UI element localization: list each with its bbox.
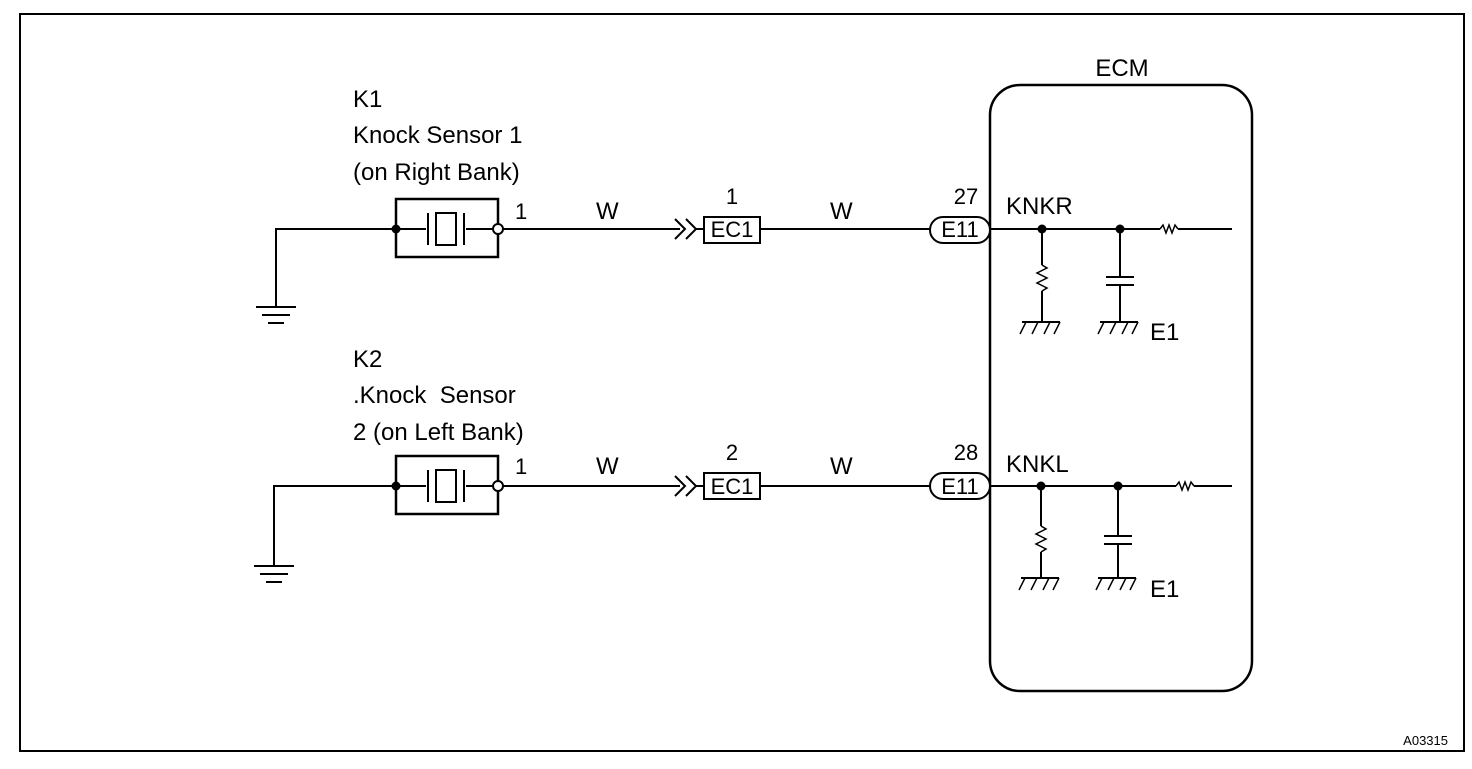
wire-color-1: W — [596, 453, 619, 480]
circuit-knock-sensor-1: K1 Knock Sensor 1 (on Right Bank) 1 W — [256, 86, 1232, 346]
junction-connector-ec1 — [674, 472, 761, 500]
ecm-pin: 27 — [954, 184, 978, 209]
wire-color-2: W — [830, 198, 853, 225]
ground-symbol — [256, 306, 296, 324]
ground-wire — [273, 485, 396, 566]
sensor-code: K2 — [353, 346, 382, 373]
wire-color-2: W — [830, 453, 853, 480]
junction-connector-label: EC1 — [711, 474, 754, 499]
sensor-name-line-2: 2 (on Left Bank) — [353, 419, 524, 446]
junction-pin: 1 — [726, 184, 738, 209]
sensor-pin: 1 — [515, 199, 527, 224]
figure-id: A03315 — [1403, 733, 1448, 748]
junction-connector-label: EC1 — [711, 217, 754, 242]
circuit-knock-sensor-2: K2 .Knock Sensor 2 (on Left Bank) 1 W — [254, 346, 1232, 603]
ecm-signal-name: KNKR — [1006, 193, 1073, 220]
ground-wire — [275, 228, 396, 307]
ecm-connector-label: E11 — [941, 217, 979, 242]
diagram-frame — [19, 13, 1465, 752]
ecm-signal-name: KNKL — [1006, 451, 1069, 478]
ecm-pin: 28 — [954, 440, 978, 465]
sensor-name-line-1: Knock Sensor 1 — [353, 122, 522, 149]
junction-connector-ec1 — [674, 216, 761, 244]
ecm-connector-label: E11 — [941, 474, 979, 499]
sensor-name-line-2: (on Right Bank) — [353, 159, 520, 186]
ecm-input-circuit — [990, 222, 1232, 335]
knock-sensor-symbol — [391, 197, 504, 259]
junction-pin: 2 — [726, 440, 738, 465]
ecm-ground-label: E1 — [1150, 576, 1179, 603]
ground-symbol — [254, 565, 294, 583]
sensor-pin: 1 — [515, 454, 527, 479]
sensor-code: K1 — [353, 86, 382, 113]
ecm-ground-label: E1 — [1150, 319, 1179, 346]
sensor-name-line-1: .Knock Sensor — [353, 382, 516, 409]
knock-sensor-symbol — [391, 454, 504, 516]
ecm-label: ECM — [1095, 55, 1148, 82]
ecm-input-circuit — [990, 479, 1232, 591]
ecm-box — [988, 83, 1254, 693]
wire-color-1: W — [596, 198, 619, 225]
